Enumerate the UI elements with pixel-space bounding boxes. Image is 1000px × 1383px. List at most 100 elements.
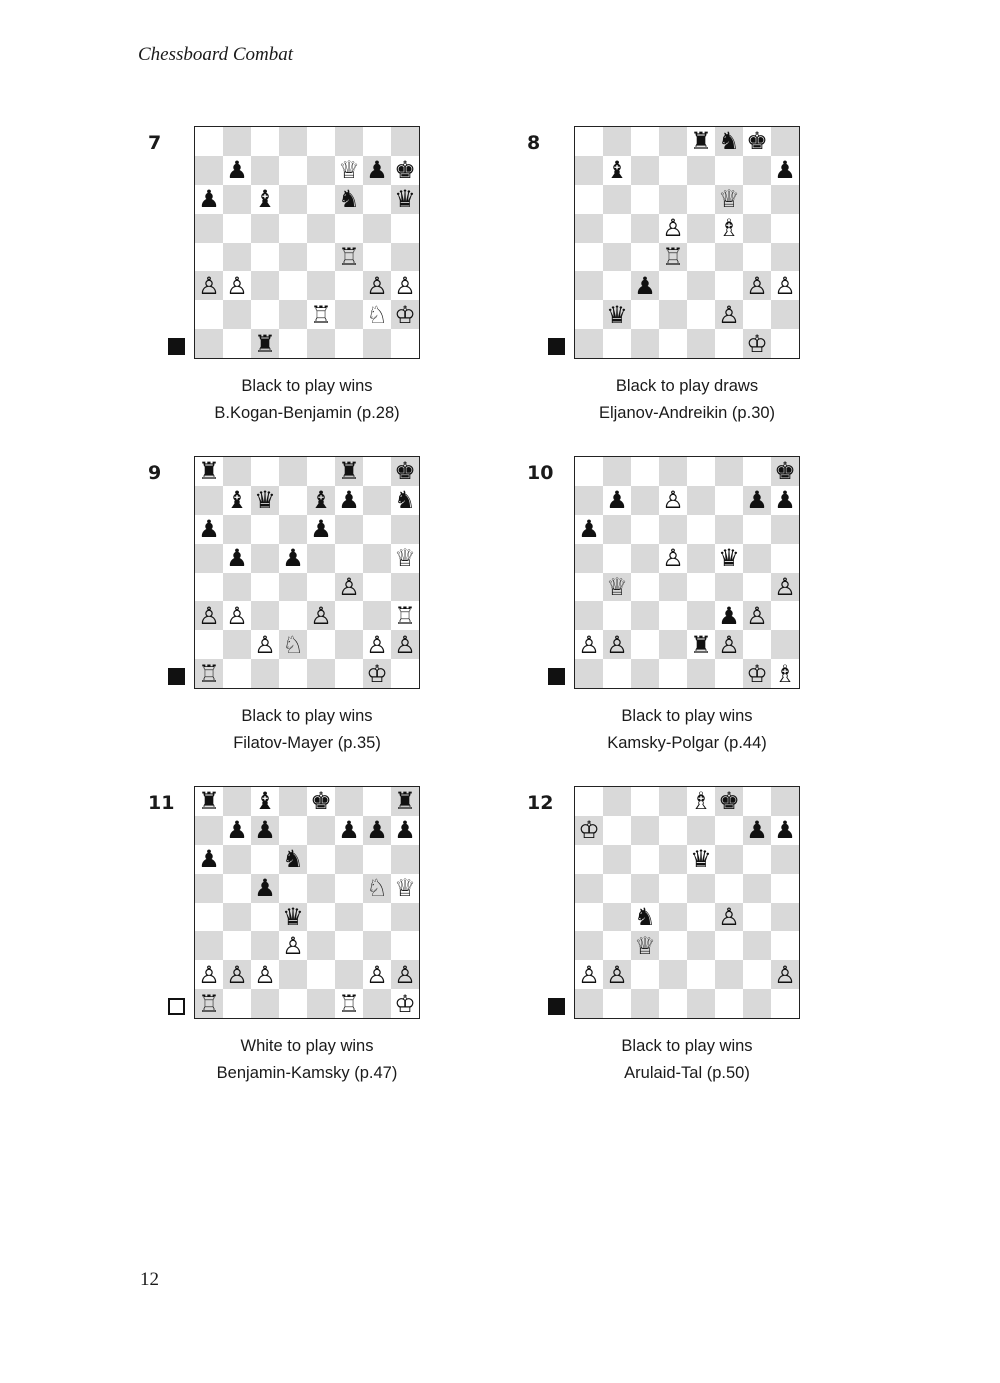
- board-square: [659, 873, 687, 903]
- board-square: [687, 873, 715, 903]
- board-square: [195, 155, 223, 185]
- board-square: [391, 659, 419, 688]
- white-pawn-icon: ♙: [226, 960, 248, 989]
- board-square: [363, 514, 391, 544]
- white-pawn-icon: ♙: [394, 960, 416, 989]
- board-square: [687, 184, 715, 214]
- board-square: [223, 787, 251, 816]
- board-square: ♙: [659, 543, 687, 573]
- board-square: ♜: [251, 329, 279, 358]
- board-square: [251, 844, 279, 874]
- black-rook-icon: ♜: [690, 630, 712, 659]
- board-square: ♜: [195, 457, 223, 486]
- board-square: [223, 127, 251, 156]
- board-square: [195, 815, 223, 845]
- diagram-number: 10: [527, 462, 554, 484]
- board-square: [659, 271, 687, 301]
- white-rook-icon: ♖: [310, 300, 332, 329]
- board-square: ♛: [391, 184, 419, 214]
- board-square: [223, 242, 251, 272]
- board-square: [335, 213, 363, 243]
- board-square: [603, 329, 631, 358]
- board-square: ♞: [279, 844, 307, 874]
- board-square: ♟: [223, 155, 251, 185]
- board-square: [743, 989, 771, 1018]
- board-square: [223, 457, 251, 486]
- board-square: [251, 514, 279, 544]
- caption-task: Black to play draws: [615, 377, 759, 395]
- board-square: [743, 514, 771, 544]
- board-square: [335, 873, 363, 903]
- board-square: ♖: [335, 989, 363, 1018]
- white-pawn-icon: ♙: [366, 960, 388, 989]
- board-square: ♝: [307, 485, 335, 515]
- white-pawn-icon: ♙: [310, 601, 332, 630]
- board-square: [715, 271, 743, 301]
- board-square: [631, 630, 659, 660]
- board-square: ♖: [335, 242, 363, 272]
- board-square: [687, 457, 715, 486]
- board-square: ♚: [391, 457, 419, 486]
- white-pawn-icon: ♙: [774, 960, 796, 989]
- board-square: [659, 572, 687, 602]
- board-square: [391, 844, 419, 874]
- black-queen-icon: ♛: [690, 845, 712, 874]
- white-rook-icon: ♖: [338, 242, 360, 271]
- board-square: [307, 271, 335, 301]
- board-square: [743, 300, 771, 330]
- board-square: [363, 242, 391, 272]
- chessboard: ♜♝♚♜♟♟♟♟♟♟♞♟♘♕♛♙♙♙♙♙♙♖♖♔: [194, 786, 420, 1019]
- black-rook-icon: ♜: [338, 457, 360, 486]
- board-square: ♙: [575, 960, 603, 990]
- board-square: [631, 485, 659, 515]
- board-square: ♟: [335, 815, 363, 845]
- board-square: ♖: [391, 601, 419, 631]
- board-square: [335, 902, 363, 932]
- board-square: ♔: [743, 659, 771, 688]
- white-knight-icon: ♘: [282, 630, 304, 659]
- board-square: ♙: [195, 271, 223, 301]
- black-queen-icon: ♛: [254, 486, 276, 515]
- black-rook-icon: ♜: [198, 787, 220, 816]
- black-pawn-icon: ♟: [198, 515, 220, 544]
- board-square: [743, 630, 771, 660]
- black-pawn-icon: ♟: [198, 845, 220, 874]
- board-square: [307, 127, 335, 156]
- board-square: ♜: [391, 787, 419, 816]
- board-square: [771, 902, 799, 932]
- board-square: [631, 329, 659, 358]
- board-square: [223, 300, 251, 330]
- board-square: ♖: [307, 300, 335, 330]
- board-square: [279, 815, 307, 845]
- caption-source: B.Kogan-Benjamin (p.28): [214, 404, 400, 422]
- white-queen-icon: ♕: [338, 156, 360, 185]
- board-square: [223, 329, 251, 358]
- board-square: [279, 300, 307, 330]
- white-pawn-icon: ♙: [718, 902, 740, 931]
- board-square: [771, 931, 799, 961]
- board-square: ♟: [771, 815, 799, 845]
- board-square: [307, 155, 335, 185]
- board-square: [363, 543, 391, 573]
- board-square: ♙: [743, 601, 771, 631]
- board-square: [223, 630, 251, 660]
- board-square: [603, 543, 631, 573]
- board-square: [603, 844, 631, 874]
- board-square: [659, 514, 687, 544]
- board-square: [631, 960, 659, 990]
- board-square: [363, 989, 391, 1018]
- board-square: [363, 127, 391, 156]
- board-square: [659, 902, 687, 932]
- board-square: [687, 485, 715, 515]
- board-square: [743, 184, 771, 214]
- board-square: [575, 931, 603, 961]
- board-square: ♟: [391, 815, 419, 845]
- board-square: ♙: [659, 213, 687, 243]
- board-square: [223, 873, 251, 903]
- board-square: [715, 242, 743, 272]
- board-square: [771, 213, 799, 243]
- side-to-move-marker: [548, 998, 565, 1015]
- board-square: ♗: [715, 213, 743, 243]
